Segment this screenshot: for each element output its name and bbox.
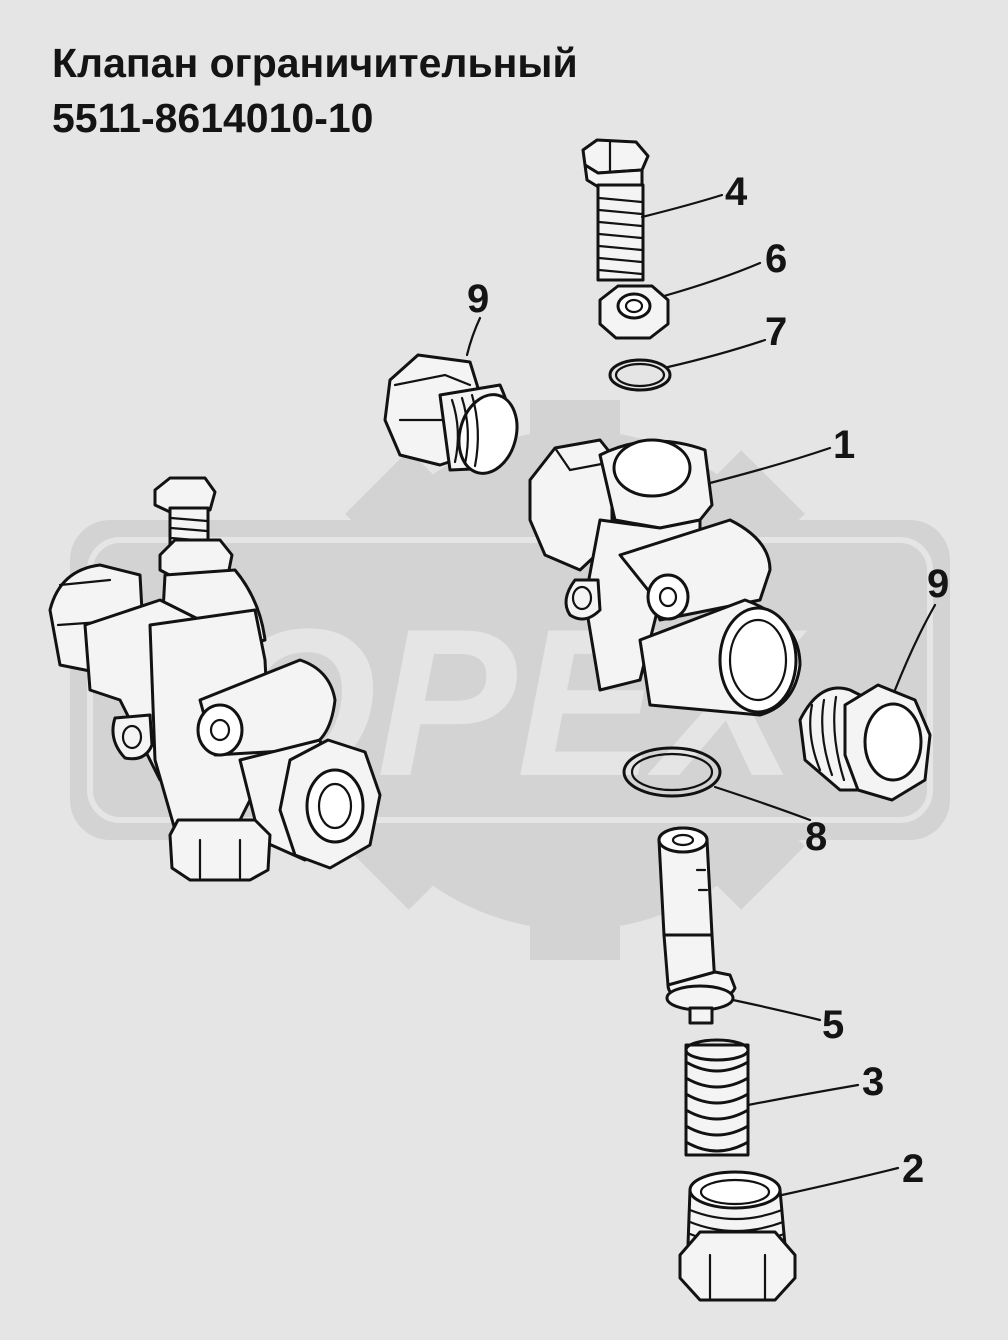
- part-9-plug-right: [798, 683, 932, 802]
- callout-9-upper: 9: [467, 277, 489, 321]
- leader-9b: [893, 603, 937, 692]
- leader-5: [731, 998, 822, 1022]
- callout-4: 4: [725, 170, 748, 214]
- part-7-washer: [608, 358, 672, 392]
- part-3-spring: [684, 1038, 750, 1157]
- diagram-title: Клапан ограничительный: [52, 40, 578, 86]
- assembled-valve: [48, 476, 382, 882]
- leader-lines: [465, 193, 937, 1197]
- leader-3: [746, 1083, 860, 1107]
- callout-numbers: 4 6 7 9 1 9 8 5 3 2: [467, 170, 949, 1191]
- part-9-plug-upper: [383, 353, 519, 475]
- leader-1: [708, 446, 832, 485]
- leader-8: [713, 785, 812, 822]
- part-1-valve-body: [528, 438, 802, 717]
- callout-2: 2: [902, 1147, 924, 1191]
- callout-1: 1: [833, 423, 855, 467]
- callout-9-right: 9: [927, 562, 949, 606]
- callout-6: 6: [765, 237, 787, 281]
- callout-5: 5: [822, 1003, 844, 1047]
- leader-4: [640, 193, 724, 219]
- part-4-bolt: [581, 138, 650, 282]
- leader-7: [666, 338, 767, 369]
- leader-2: [780, 1166, 900, 1197]
- callout-7: 7: [765, 310, 787, 354]
- callout-3: 3: [862, 1060, 884, 1104]
- leader-6: [662, 261, 762, 298]
- part-2-threaded-plug: [678, 1170, 797, 1302]
- part-8-sealing-ring: [622, 746, 722, 798]
- part-5-valve-plunger: [657, 826, 737, 1025]
- callout-8: 8: [805, 815, 827, 859]
- leader-9a: [465, 316, 482, 357]
- part-number: 5511-8614010-10: [52, 95, 374, 141]
- part-6-nut: [598, 284, 670, 340]
